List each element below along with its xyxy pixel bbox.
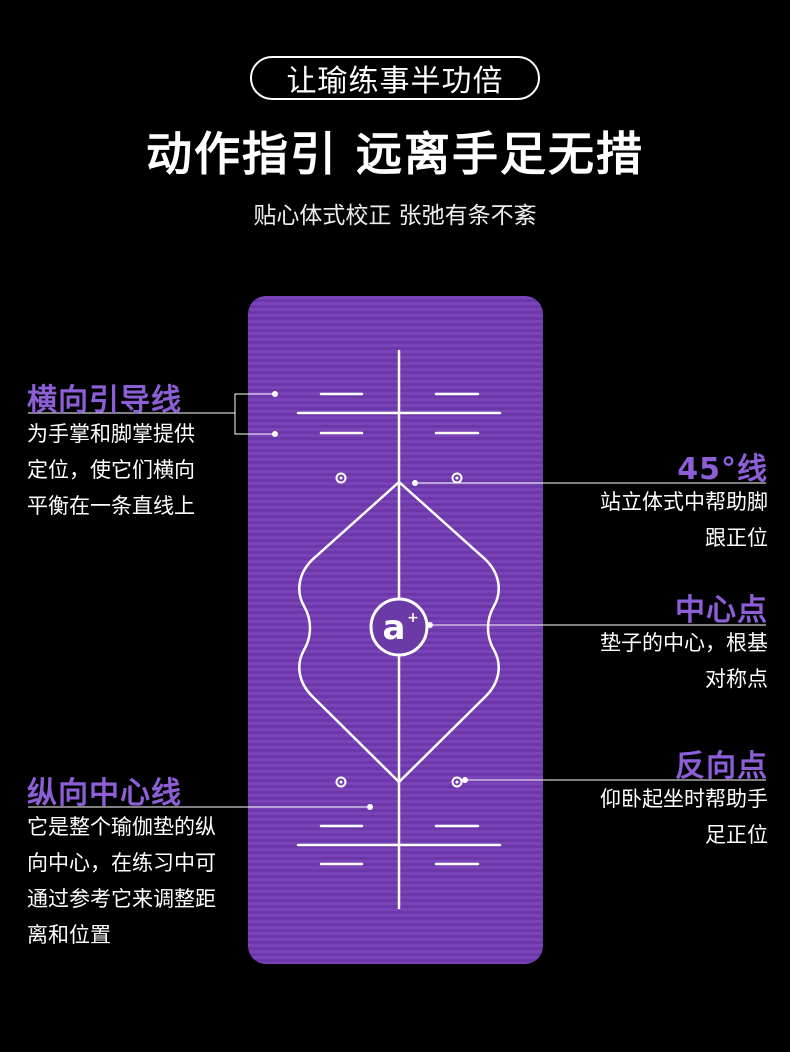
description-line: 定位，使它们横向: [27, 458, 195, 482]
slogan-pill: 让瑜练事半功倍: [250, 56, 540, 100]
horizontal-guide-description: 为手掌和脚掌提供 定位，使它们横向 平衡在一条直线上: [27, 416, 195, 524]
description-line: 离和位置: [27, 923, 111, 947]
description-line: 向中心，在练习中可: [27, 851, 216, 875]
subheadline: 贴心体式校正 张弛有条不紊: [253, 203, 537, 229]
horizontal-guide-title: 横向引导线: [27, 383, 182, 418]
mat-guide-lines: a +: [296, 349, 502, 910]
angle-45-shape: [298, 480, 500, 784]
yoga-mat: a +: [248, 296, 543, 964]
description-line: 平衡在一条直线上: [27, 494, 195, 518]
angle45-title: 45°线: [677, 452, 768, 487]
description-line: 通过参考它来调整距: [27, 887, 216, 911]
reverse-point-description: 仰卧起坐时帮助手 足正位: [600, 781, 768, 853]
description-line: 站立体式中帮助脚: [600, 490, 768, 514]
angle45-description: 站立体式中帮助脚 跟正位: [600, 484, 768, 556]
description-line: 足正位: [705, 823, 768, 847]
description-line: 仰卧起坐时帮助手: [600, 787, 768, 811]
reverse-point-title: 反向点: [675, 749, 768, 784]
center-point-title: 中心点: [675, 593, 768, 628]
headline: 动作指引 远离手足无措: [145, 127, 644, 181]
center-logo-plus: +: [407, 610, 419, 626]
description-line: 跟正位: [705, 526, 768, 550]
center-logo-letter: a: [383, 608, 406, 648]
description-line: 对称点: [705, 667, 768, 691]
slogan-text: 让瑜练事半功倍: [286, 64, 504, 99]
description-line: 为手掌和脚掌提供: [27, 422, 195, 446]
vertical-center-title: 纵向中心线: [27, 776, 182, 811]
vertical-center-description: 它是整个瑜伽垫的纵 向中心，在练习中可 通过参考它来调整距 离和位置: [27, 809, 216, 953]
center-point-description: 垫子的中心，根基 对称点: [600, 625, 768, 697]
description-line: 它是整个瑜伽垫的纵: [27, 815, 216, 839]
description-line: 垫子的中心，根基: [600, 631, 768, 655]
